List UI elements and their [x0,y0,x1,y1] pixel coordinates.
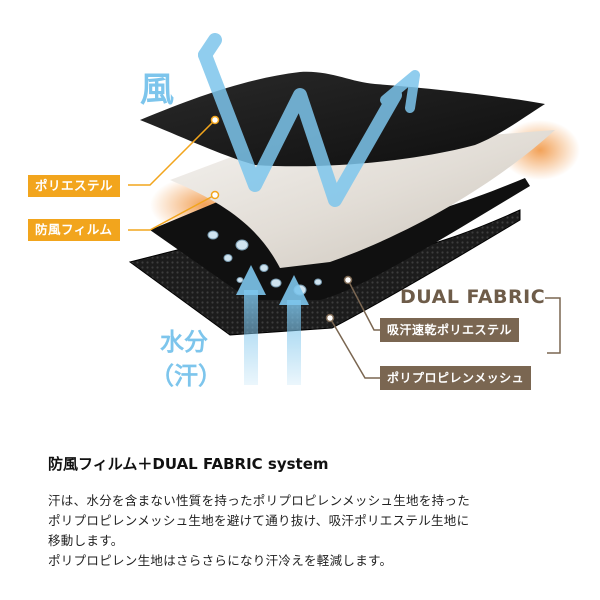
leader-dot [343,275,353,285]
body-line-2: ポリプロピレンメッシュ生地を避けて通り抜け、吸汗ポリエステル生地に [48,513,470,528]
dual-fabric-title: DUAL FABRIC [400,286,546,308]
moisture-arrows [236,265,309,385]
leader-dot [210,190,220,200]
body-line-1: 汗は、水分を含まない性質を持ったポリプロピレンメッシュ生地を持った [48,493,471,508]
wind-arrows [198,33,420,207]
layer-diagram: 風 水分 （汗） ポリエステル 防風フィルム DUAL FABRIC 吸汗速乾ポ… [28,33,580,390]
tag-polypropylene-mesh: ポリプロピレンメッシュ [380,366,532,390]
wind-label: 風 [140,70,174,110]
section-heading: 防風フィルム＋DUAL FABRIC system [48,455,329,473]
moisture-label-line1: 水分 [160,328,208,356]
body-line-3: 移動します。 [48,533,124,548]
moisture-label-line2: （汗） [150,362,222,390]
leader-dot [210,115,220,125]
leader-dot [325,313,335,323]
tag-polyester: ポリエステル [28,175,121,197]
body-line-4: ポリプロピレン生地はさらさらになり汗冷えを軽減します。 [48,553,393,568]
tag-wicking-polyester: 吸汗速乾ポリエステル [380,318,520,342]
fabric-layers-illustration [128,33,580,385]
brown-leaders [329,279,561,379]
tag-windproof-film: 防風フィルム [28,219,120,241]
orange-leaders [128,119,216,231]
